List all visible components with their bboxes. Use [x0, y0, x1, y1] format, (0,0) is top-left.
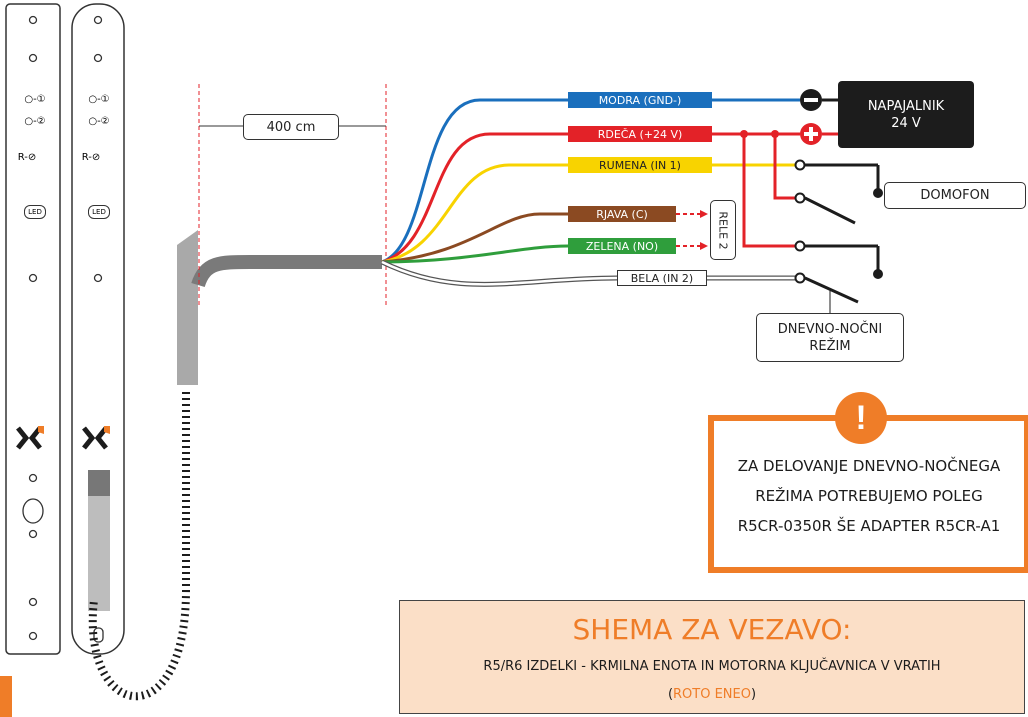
- minus-icon: [800, 89, 822, 111]
- wires: [380, 98, 618, 287]
- wire-label-blue: MODRA (GND-): [568, 92, 712, 108]
- wire-label-yellow: RUMENA (IN 1): [568, 157, 712, 173]
- diagram-title: SHEMA ZA VEZAVO:: [572, 613, 852, 646]
- wire-label-brown: RJAVA (C): [568, 206, 676, 222]
- brand-logo-icon: [16, 426, 42, 450]
- reset-mark: R-⊘: [81, 151, 101, 163]
- warning-line-3: R5CR-0350R ŠE ADAPTER R5CR-A1: [737, 517, 1001, 535]
- brand-open-paren: (: [667, 687, 674, 702]
- day-night-mode-line2: REŽIM: [809, 338, 851, 354]
- warning-line-2: REŽIMA POTREBUJEMO POLEG: [755, 487, 983, 505]
- main-cable: [88, 230, 382, 701]
- relay-box: RELE 2: [710, 200, 736, 260]
- plus-icon: [800, 123, 822, 145]
- diagram-subtitle: R5/R6 IZDELKI - KRMILNA ENOTA IN MOTORNA…: [483, 659, 941, 674]
- led-mark: LED: [88, 205, 110, 219]
- reset-mark: R-⊘: [17, 151, 37, 163]
- side-tab: [0, 676, 12, 717]
- door-frame-panel-left: [5, 3, 61, 655]
- warning-line-1: ZA DELOVANJE DNEVNO-NOČNEGA: [737, 457, 1001, 475]
- power-supply-voltage: 24 V: [891, 115, 921, 131]
- led-mark: LED: [24, 205, 46, 219]
- wire-label-white: BELA (IN 2): [617, 270, 707, 286]
- connections: [676, 98, 800, 281]
- relay-label: RELE 2: [716, 210, 730, 250]
- exclamation-icon: !: [835, 392, 887, 444]
- day-night-mode-box: DNEVNO-NOČNI REŽIM: [756, 313, 904, 362]
- length-dimension: [198, 84, 387, 305]
- intercom-box: DOMOFON: [884, 182, 1026, 209]
- title-panel: SHEMA ZA VEZAVO: R5/R6 IZDELKI - KRMILNA…: [399, 600, 1025, 714]
- output-1-mark: ○-①: [88, 93, 110, 105]
- switch-domofon: [794, 159, 883, 225]
- brand-logo-icon: [82, 426, 108, 450]
- power-supply-box: NAPAJALNIK 24 V: [838, 81, 974, 148]
- output-2-mark: ○-②: [88, 115, 110, 127]
- brand-close-paren: ): [750, 687, 757, 702]
- cable-length-label: 400 cm: [243, 114, 339, 140]
- wire-label-red: RDEČA (+24 V): [568, 126, 712, 142]
- output-2-mark: ○-②: [24, 115, 46, 127]
- switch-rezim: [794, 240, 883, 313]
- power-supply-label: NAPAJALNIK: [867, 98, 945, 114]
- door-frame-panel-right: [71, 3, 125, 655]
- brand-name: ROTO ENEO: [673, 687, 751, 702]
- diagram-brand-line: (ROTO ENEO): [400, 687, 1024, 702]
- day-night-mode-line1: DNEVNO-NOČNI: [777, 321, 883, 337]
- wire-label-green: ZELENA (NO): [568, 238, 676, 254]
- output-1-mark: ○-①: [24, 93, 46, 105]
